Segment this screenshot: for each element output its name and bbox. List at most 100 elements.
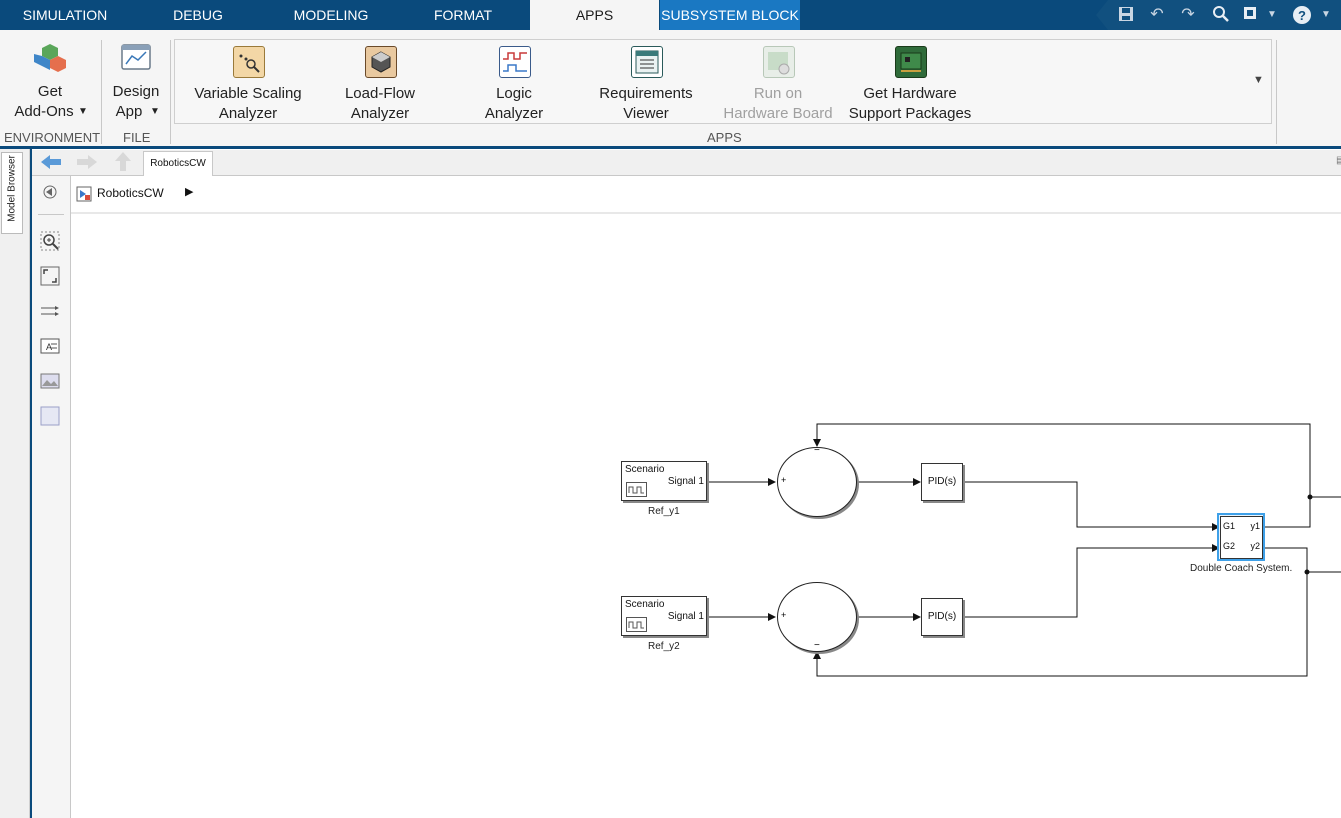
layout-dropdown-icon[interactable]: ▼ bbox=[1267, 9, 1277, 20]
forward-arrow-icon[interactable] bbox=[76, 153, 98, 176]
help-dropdown-icon[interactable]: ▼ bbox=[1321, 9, 1331, 20]
panel-menu-icon[interactable]: ▤ bbox=[1336, 155, 1341, 166]
get-addons-label-2: Add-Ons bbox=[14, 103, 74, 120]
sum-block-1[interactable]: + − bbox=[777, 445, 857, 517]
tab-simulation[interactable]: SIMULATION bbox=[22, 7, 108, 23]
editor-frame bbox=[30, 149, 1341, 818]
sum-minus-sign: − bbox=[814, 640, 820, 651]
scenario-title: Scenario bbox=[625, 599, 665, 610]
signal-editor-icon bbox=[626, 617, 648, 636]
block-label-ref-y1: Ref_y1 bbox=[648, 506, 680, 517]
annotation-icon[interactable]: A bbox=[40, 336, 60, 356]
sum-block-2[interactable]: + − bbox=[777, 582, 857, 652]
pid-controller-block-1[interactable]: PID(s) bbox=[921, 463, 963, 501]
model-canvas[interactable] bbox=[71, 214, 1341, 818]
svg-text:A: A bbox=[46, 342, 52, 352]
navigation-bar: ▤ bbox=[32, 150, 1341, 176]
tab-modeling[interactable]: MODELING bbox=[293, 7, 369, 23]
ribbon-divider bbox=[170, 40, 171, 144]
load-flow-analyzer-button[interactable]: Load-Flow Analyzer bbox=[325, 46, 435, 122]
quick-access-toolbar: ↶ ↷ ▼ ? ▼ bbox=[1096, 0, 1341, 30]
environment-section-label: ENVIRONMENT bbox=[4, 130, 101, 145]
scenario-port-label: Signal 1 bbox=[667, 611, 704, 622]
sum-plus-sign: + bbox=[781, 610, 787, 620]
app-label-2: Support Packages bbox=[848, 105, 972, 122]
apps-section-label: APPS bbox=[707, 130, 742, 145]
signal-lines-icon[interactable] bbox=[40, 301, 60, 321]
editor-top-border bbox=[0, 146, 1341, 149]
requirements-viewer-icon bbox=[631, 46, 663, 78]
back-arrow-icon[interactable] bbox=[40, 153, 62, 176]
get-hardware-support-packages-button[interactable]: Get Hardware Support Packages bbox=[845, 46, 975, 122]
sum-plus-sign: + bbox=[781, 475, 787, 485]
app-label-2: Analyzer bbox=[350, 105, 410, 122]
requirements-viewer-button[interactable]: Requirements Viewer bbox=[585, 46, 707, 122]
hardware-board-icon bbox=[763, 46, 795, 78]
scenario-title: Scenario bbox=[625, 464, 665, 475]
app-label-1: Load-Flow bbox=[344, 85, 416, 102]
design-app-label-1: Design bbox=[112, 83, 160, 100]
signal-editor-icon bbox=[626, 482, 648, 501]
svg-text:?: ? bbox=[1298, 8, 1306, 23]
area-icon[interactable] bbox=[40, 406, 60, 426]
model-tab[interactable]: RoboticsCW bbox=[143, 151, 213, 176]
breadcrumb-expand-icon[interactable]: ▶ bbox=[185, 186, 194, 198]
chevron-down-icon: ▼ bbox=[150, 106, 160, 117]
app-label-1: Logic bbox=[496, 85, 532, 102]
zoom-icon[interactable] bbox=[40, 231, 60, 251]
chevron-down-icon: ▼ bbox=[78, 106, 88, 117]
subsystem-block-double-coach[interactable]: G1 G2 y1 y2 bbox=[1220, 516, 1263, 559]
app-label-2: Viewer bbox=[623, 105, 669, 122]
app-label-1: Run on bbox=[753, 85, 803, 102]
breadcrumb-model-name[interactable]: RoboticsCW bbox=[97, 186, 164, 200]
palette-divider bbox=[38, 214, 64, 215]
run-on-hardware-board-button[interactable]: Run on Hardware Board bbox=[718, 46, 838, 122]
undo-icon[interactable]: ↶ bbox=[1150, 6, 1164, 23]
gallery-expand-icon[interactable]: ▼ bbox=[1253, 74, 1264, 86]
pid-controller-block-2[interactable]: PID(s) bbox=[921, 598, 963, 636]
get-addons-button[interactable]: Get Add-Ons ▼ bbox=[4, 42, 96, 124]
addons-icon bbox=[34, 42, 68, 80]
search-icon[interactable] bbox=[1211, 5, 1231, 25]
save-icon[interactable] bbox=[1116, 5, 1136, 25]
subsystem-output-y2: y2 bbox=[1250, 541, 1260, 551]
app-label-2: Analyzer bbox=[218, 105, 278, 122]
model-icon bbox=[76, 186, 92, 207]
hide-palette-icon[interactable] bbox=[40, 184, 60, 204]
load-flow-icon bbox=[365, 46, 397, 78]
app-label-1: Get Hardware bbox=[863, 85, 957, 102]
apps-gallery: Variable Scaling Analyzer Load-Flow Anal… bbox=[174, 39, 1272, 124]
variable-scaling-icon bbox=[233, 46, 265, 78]
model-browser-strip bbox=[0, 149, 30, 818]
redo-icon[interactable]: ↷ bbox=[1181, 6, 1195, 23]
scenario-block-ref-y2[interactable]: Scenario Signal 1 bbox=[621, 596, 707, 636]
model-browser-tab[interactable]: Model Browser bbox=[1, 152, 23, 234]
up-arrow-icon[interactable] bbox=[114, 151, 132, 178]
tab-apps[interactable]: APPS bbox=[530, 0, 659, 30]
tab-subsystem-block[interactable]: SUBSYSTEM BLOCK bbox=[660, 0, 800, 30]
block-label-double-coach-system: Double Coach System. bbox=[1190, 563, 1293, 574]
tool-palette: A bbox=[32, 176, 71, 818]
design-app-button[interactable]: Design App ▼ bbox=[106, 42, 166, 124]
image-icon[interactable] bbox=[40, 371, 60, 391]
app-label-2: Hardware Board bbox=[723, 105, 833, 122]
get-addons-label-1: Get bbox=[37, 83, 63, 100]
scenario-block-ref-y1[interactable]: Scenario Signal 1 bbox=[621, 461, 707, 501]
ribbon-divider bbox=[1276, 40, 1277, 144]
sum-minus-sign: − bbox=[814, 445, 820, 456]
tab-format[interactable]: FORMAT bbox=[433, 7, 493, 23]
app-label-2: Analyzer bbox=[484, 105, 544, 122]
app-label-1: Requirements bbox=[599, 85, 693, 102]
tab-debug[interactable]: DEBUG bbox=[173, 7, 223, 23]
scenario-port-label: Signal 1 bbox=[667, 476, 704, 487]
layout-icon[interactable] bbox=[1242, 5, 1262, 25]
help-icon[interactable]: ? bbox=[1292, 5, 1312, 25]
variable-scaling-analyzer-button[interactable]: Variable Scaling Analyzer bbox=[185, 46, 311, 122]
fit-to-view-icon[interactable] bbox=[40, 266, 60, 286]
breadcrumb: RoboticsCW ▶ bbox=[71, 176, 1341, 214]
block-label-ref-y2: Ref_y2 bbox=[648, 641, 680, 652]
logic-analyzer-button[interactable]: Logic Analyzer bbox=[459, 46, 569, 122]
design-app-icon bbox=[120, 42, 152, 80]
app-label-1: Variable Scaling bbox=[194, 85, 302, 102]
